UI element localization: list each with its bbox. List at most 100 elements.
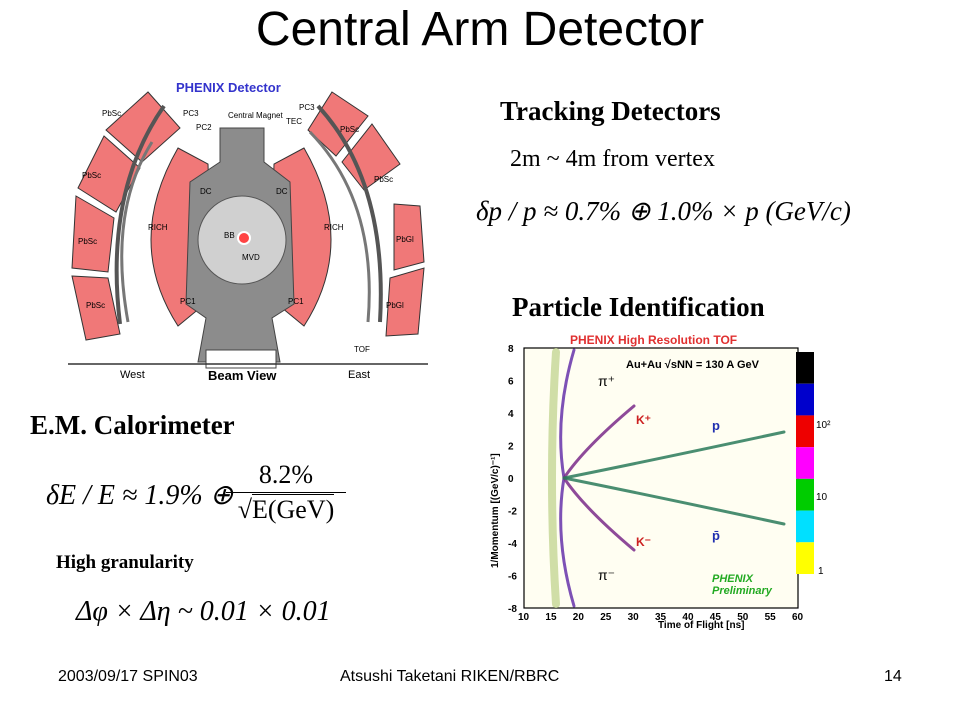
svg-text:PbSc: PbSc — [374, 175, 393, 184]
svg-text:PbGl: PbGl — [396, 235, 414, 244]
vertex-marker — [237, 231, 251, 245]
svg-text:PbSc: PbSc — [82, 171, 101, 180]
particle-band — [562, 476, 786, 526]
svg-text:PHENIX Detector: PHENIX Detector — [176, 80, 281, 95]
svg-text:PC3: PC3 — [183, 109, 199, 118]
tof-ylabel: 1/Momentum [(GeV/c)⁻¹] — [490, 453, 501, 568]
tof-plot-title: PHENIX High Resolution TOF — [570, 333, 737, 347]
colorbar-label-100: 10² — [816, 420, 831, 431]
y-tick-label: 4 — [508, 409, 514, 420]
svg-text:West: West — [120, 369, 145, 381]
y-tick-label: 8 — [508, 344, 514, 355]
tracking-distance: 2m ~ 4m from vertex — [510, 146, 715, 172]
x-tick-label: 35 — [655, 612, 667, 623]
momentum-resolution-formula: δp / p ≈ 0.7% ⊕ 1.0% × p (GeV/c) — [476, 196, 851, 226]
colorbar-segment — [796, 447, 814, 479]
x-tick-label: 60 — [792, 612, 804, 623]
east-sector-1 — [307, 91, 369, 157]
colorbar-segment — [796, 510, 814, 543]
svg-text:PbSc: PbSc — [102, 109, 121, 118]
colorbar-segment — [796, 415, 814, 448]
x-tick-label: 50 — [737, 612, 749, 623]
svg-text:PC3: PC3 — [299, 103, 315, 112]
svg-text:East: East — [348, 369, 370, 381]
pid-heading: Particle Identification — [512, 292, 765, 322]
colorbar-segment — [796, 352, 814, 384]
label-pi-plus: π⁺ — [598, 373, 615, 389]
label-k-plus: K⁺ — [636, 413, 651, 427]
sqrt-argument: E(GeV) — [251, 494, 335, 524]
footer-page-number: 14 — [884, 668, 902, 685]
y-tick-label: -6 — [508, 572, 517, 583]
svg-text:RICH: RICH — [324, 223, 344, 232]
tof-plot-system: Au+Au √sNN = 130 A GeV — [626, 359, 760, 371]
x-tick-label: 30 — [628, 612, 640, 623]
footer-date: 2003/09/17 SPIN03 — [58, 668, 198, 685]
y-tick-label: 6 — [508, 377, 514, 388]
watermark-preliminary: Preliminary — [712, 585, 773, 597]
x-tick-label: 15 — [545, 612, 557, 623]
y-tick-label: -2 — [508, 507, 517, 518]
emcal-heading: E.M. Calorimeter — [30, 410, 235, 440]
x-tick-label: 55 — [765, 612, 777, 623]
svg-text:RICH: RICH — [148, 223, 168, 232]
colorbar-label-10: 10 — [816, 492, 828, 503]
svg-text:DC: DC — [276, 187, 288, 196]
particle-band — [559, 348, 576, 480]
y-tick-label: 0 — [508, 474, 514, 485]
svg-text:PbSc: PbSc — [86, 301, 105, 310]
x-tick-label: 10 — [518, 612, 530, 623]
x-tick-label: 25 — [600, 612, 612, 623]
tracking-heading: Tracking Detectors — [500, 96, 721, 126]
energy-resolution-fraction: 8.2% √E(GeV) — [226, 460, 346, 525]
phenix-detector-diagram: PHENIX Detector PC3 PC2 Central Magnet P… — [68, 80, 428, 383]
particle-band — [562, 404, 636, 480]
watermark-phenix: PHENIX — [712, 573, 754, 585]
label-proton: p — [712, 418, 720, 433]
svg-text:Central Magnet: Central Magnet — [228, 111, 283, 120]
footer-author: Atsushi Taketani RIKEN/RBRC — [340, 668, 560, 685]
label-pi-minus: π⁻ — [598, 567, 615, 583]
fraction-numerator: 8.2% — [226, 460, 346, 493]
svg-text:TOF: TOF — [354, 345, 370, 354]
slide-title: Central Arm Detector — [255, 3, 705, 56]
x-tick-label: 20 — [573, 612, 585, 623]
svg-text:PC1: PC1 — [180, 297, 196, 306]
fraction-denominator: √E(GeV) — [226, 493, 346, 525]
colorbar-segment — [796, 542, 814, 574]
granularity-formula: Δφ × Δη ~ 0.01 × 0.01 — [76, 596, 331, 627]
particle-band — [559, 476, 576, 608]
west-sector-3 — [71, 195, 115, 273]
sqrt-symbol: √ — [237, 495, 252, 524]
svg-text:Beam View: Beam View — [208, 368, 277, 383]
west-sector-4 — [71, 275, 121, 341]
particle-band — [562, 430, 786, 480]
tof-plot: PHENIX High Resolution TOF Au+Au √sNN = … — [490, 333, 831, 631]
svg-text:PC2: PC2 — [196, 123, 212, 132]
label-antiproton: p̄ — [712, 528, 720, 543]
tof-xlabel: Time of Flight [ns] — [658, 620, 744, 631]
x-tick-label: 40 — [682, 612, 694, 623]
svg-text:DC: DC — [200, 187, 212, 196]
particle-band — [562, 476, 636, 552]
colorbar-segment — [796, 478, 814, 511]
y-tick-label: 2 — [508, 442, 514, 453]
svg-text:PC1: PC1 — [288, 297, 304, 306]
label-k-minus: K⁻ — [636, 535, 651, 549]
y-tick-label: -4 — [508, 539, 517, 550]
svg-text:MVD: MVD — [242, 253, 260, 262]
svg-text:PbSc: PbSc — [78, 237, 97, 246]
east-sector-4 — [385, 267, 425, 337]
svg-text:TEC: TEC — [286, 117, 302, 126]
east-sector-3 — [393, 203, 425, 271]
colorbar-label-1: 1 — [818, 566, 824, 577]
svg-text:PbSc: PbSc — [340, 125, 359, 134]
energy-resolution-lhs: δE / E ≈ 1.9% ⊕ — [46, 480, 234, 511]
svg-text:PbGl: PbGl — [386, 301, 404, 310]
svg-text:BB: BB — [224, 231, 235, 240]
particle-band — [548, 348, 560, 608]
y-tick-label: -8 — [508, 604, 517, 615]
granularity-label: High granularity — [56, 552, 194, 573]
x-tick-label: 45 — [710, 612, 722, 623]
colorbar-segment — [796, 383, 814, 416]
